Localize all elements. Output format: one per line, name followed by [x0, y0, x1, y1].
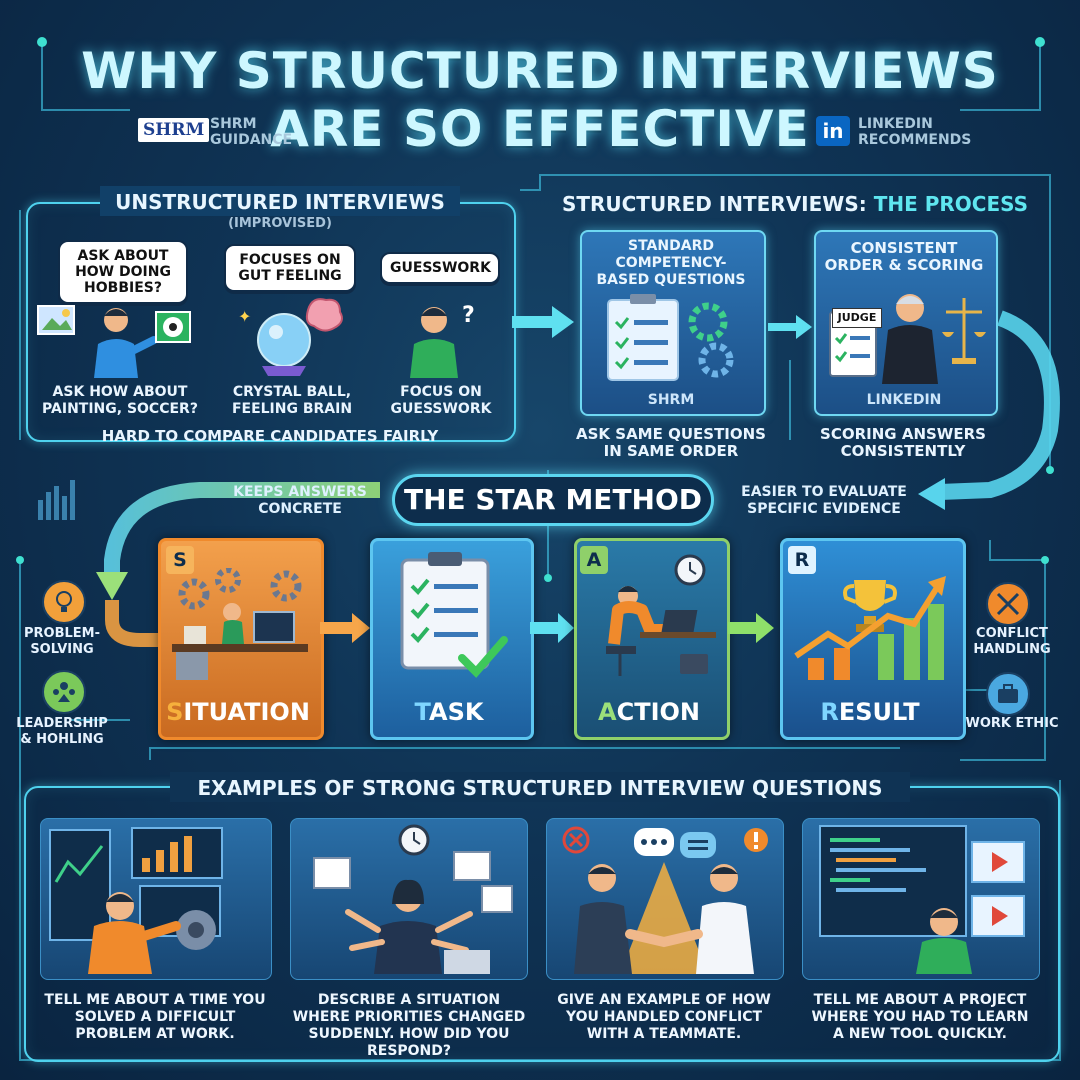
- interviewer-hobbies-illustration: [37, 305, 191, 378]
- left-star-note: Keeps answers concrete: [233, 484, 367, 517]
- linkedin-badge-line-2: RECOMMENDS: [858, 132, 972, 148]
- svg-text:?: ?: [462, 303, 475, 328]
- unstructured-to-structured-arrow: [512, 306, 574, 338]
- consistent-scoring-source: LINKEDIN: [866, 392, 942, 408]
- situation-office-illustration: [172, 568, 308, 680]
- action-label-initial: A: [598, 698, 617, 726]
- result-trophy-growth-illustration: [794, 576, 946, 680]
- developer-dashboards-illustration: [49, 827, 223, 974]
- guesswork-caption: Focus on guesswork: [390, 384, 492, 417]
- shrm-badge-line-2: GUIDANCE: [210, 132, 293, 148]
- shrm-badge-text: SHRM GUIDANCE: [210, 116, 330, 148]
- svg-text:✦: ✦: [238, 307, 251, 326]
- right-star-note: Easier to evaluate specific evidence: [741, 484, 907, 517]
- example-question-1: Tell me about a time you solved a diffic…: [44, 992, 266, 1042]
- shrm-badge-line-1: SHRM: [210, 116, 257, 132]
- standard-questions-source: SHRM: [647, 392, 695, 408]
- task-label: TASK: [370, 698, 528, 726]
- consistent-scoring-caption: Scoring answers consistently: [820, 425, 986, 460]
- examples-heading: Examples of strong structured interview …: [197, 776, 883, 800]
- briefcase-icon: [986, 672, 1030, 716]
- lightbulb-icon: [42, 580, 86, 624]
- hobbies-speech-bubble: Ask about how doing hobbies?: [58, 240, 188, 304]
- judge-scales-illustration: [829, 294, 986, 384]
- structured-heading-highlight: The Process: [873, 192, 1029, 216]
- page-title-line-1: Why Structured Interviews: [81, 42, 999, 100]
- checklist-gears-illustration: [607, 294, 734, 381]
- action-label: ACTION: [574, 698, 724, 726]
- leadership-label: Leadership & hohling: [16, 716, 108, 747]
- task-label-initial: T: [414, 698, 430, 726]
- structured-heading-main: Structured Interviews:: [561, 192, 874, 216]
- standard-questions-caption: Ask same questions in same order: [576, 425, 766, 460]
- shrm-logo: SHRM: [138, 118, 210, 142]
- hobbies-caption: Ask how about painting, soccer?: [42, 384, 198, 417]
- action-worker-illustration: [606, 554, 716, 676]
- learning-new-tool-illustration: [819, 825, 1025, 974]
- crossed-swords-icon: [986, 582, 1030, 626]
- result-label-initial: R: [820, 698, 839, 726]
- action-label-rest: CTION: [616, 698, 700, 726]
- task-to-action-arrow: [530, 613, 574, 643]
- examples-heading-bg: [170, 772, 910, 802]
- crystal-ball-brain-illustration: ✦: [238, 298, 343, 376]
- problem-solving-label: Problem-solving: [24, 626, 100, 657]
- unstructured-heading-bg: [100, 186, 460, 216]
- situation-to-task-arrow: [320, 613, 370, 643]
- result-letter: R: [788, 546, 816, 574]
- result-label-rest: ESULT: [838, 698, 920, 726]
- task-label-rest: ASK: [429, 698, 484, 726]
- judge-tag: JUDGE: [832, 308, 882, 328]
- unstructured-footer: Hard to compare candidates fairly: [101, 427, 439, 445]
- task-clipboard-illustration: [400, 552, 508, 678]
- situation-letter: S: [166, 546, 194, 574]
- situation-label: SITUATION: [158, 698, 318, 726]
- result-label: RESULT: [780, 698, 960, 726]
- situation-label-initial: S: [166, 698, 184, 726]
- example-question-3: Give an example of how you handled confl…: [557, 992, 771, 1042]
- multitasking-woman-illustration: [313, 824, 513, 974]
- gut-feeling-speech-bubble: Focuses on gut feeling: [224, 244, 356, 292]
- unstructured-heading: Unstructured Interviews: [115, 190, 445, 214]
- guesswork-person-illustration: ?: [410, 303, 475, 378]
- action-letter: A: [580, 546, 608, 574]
- linkedin-badge-line-1: LINKEDIN: [858, 116, 933, 132]
- unstructured-subheading: (Improvised): [228, 216, 332, 231]
- linkedin-logo: in: [816, 116, 850, 146]
- guesswork-speech-bubble: Guesswork: [380, 252, 500, 284]
- example-question-2: Describe a situation where priorities ch…: [292, 992, 526, 1059]
- linkedin-badge-text: LINKEDIN RECOMMENDS: [858, 116, 998, 148]
- team-icon: [42, 670, 86, 714]
- consistent-scoring-title: Consistent order & scoring: [824, 239, 984, 274]
- work-ethic-label: Work ethic: [965, 716, 1059, 731]
- page-title-line-2: Are So Effective: [270, 100, 810, 158]
- situation-label-rest: ITUATION: [183, 698, 310, 726]
- star-method-title: The STAR Method: [392, 474, 714, 526]
- crystal-ball-caption: Crystal ball, feeling brain: [231, 384, 353, 417]
- standard-questions-title: Standard competency-based questions: [596, 238, 746, 288]
- structured-heading: Structured Interviews: The Process: [560, 192, 1030, 216]
- action-to-result-arrow: [728, 613, 774, 643]
- example-question-4: Tell me about a project where you had to…: [811, 992, 1029, 1042]
- handshake-conflict-illustration: [562, 826, 768, 974]
- structured-step-arrow: [768, 315, 812, 339]
- conflict-handling-label: Conflict handling: [973, 626, 1051, 657]
